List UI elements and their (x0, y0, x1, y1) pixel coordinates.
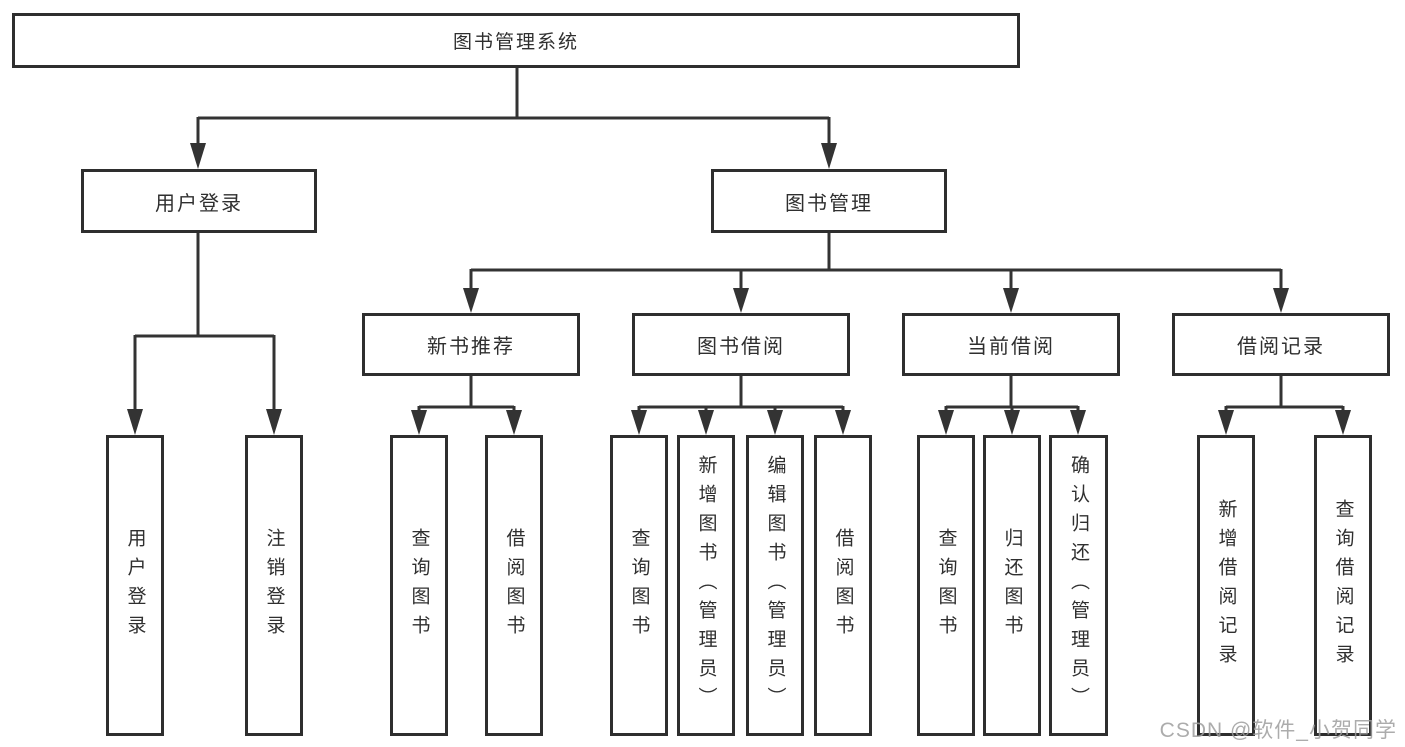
node-borrow-records-label: 借阅记录 (1237, 336, 1325, 358)
leaf-borrow-books-label: 借阅图书 (832, 527, 854, 644)
leaf-confirm-return-admin-label: 确认归还（管理员） (1068, 455, 1089, 716)
leaf-current-query-books: 查询图书 (917, 435, 975, 736)
node-book-management-label: 图书管理 (785, 192, 873, 215)
leaf-recommend-borrow-books-label: 借阅图书 (503, 527, 525, 644)
node-book-borrow-label: 图书借阅 (697, 336, 785, 358)
leaf-add-books-admin: 新增图书（管理员） (677, 435, 735, 736)
leaf-add-books-admin-label: 新增图书（管理员） (695, 455, 717, 716)
node-borrow-records: 借阅记录 (1172, 313, 1390, 376)
node-library-management-system-label: 图书管理系统 (452, 32, 579, 53)
node-current-borrow-label: 当前借阅 (967, 336, 1055, 358)
leaf-add-borrow-record: 新增借阅记录 (1197, 435, 1255, 736)
arrowhead-icons (127, 143, 1351, 435)
leaf-borrow-query-books-label: 查询图书 (628, 527, 650, 644)
leaf-user-login-label: 用户登录 (124, 527, 146, 644)
leaf-recommend-query-books-label: 查询图书 (408, 527, 430, 644)
node-current-borrow: 当前借阅 (902, 313, 1120, 376)
leaf-current-query-books-label: 查询图书 (935, 527, 957, 644)
node-book-management: 图书管理 (711, 169, 947, 233)
leaf-return-books: 归还图书 (983, 435, 1041, 736)
leaf-edit-books-admin-label: 编辑图书（管理员） (764, 455, 786, 716)
node-user-login-label: 用户登录 (155, 192, 243, 215)
csdn-watermark: CSDN @软件_小贺同学 (1159, 719, 1397, 742)
leaf-recommend-borrow-books: 借阅图书 (485, 435, 543, 736)
leaf-logout: 注销登录 (245, 435, 303, 736)
leaf-borrow-books: 借阅图书 (814, 435, 872, 736)
leaf-query-borrow-record: 查询借阅记录 (1314, 435, 1372, 736)
leaf-recommend-query-books: 查询图书 (390, 435, 448, 736)
node-new-book-recommend: 新书推荐 (362, 313, 580, 376)
leaf-query-borrow-record-label: 查询借阅记录 (1332, 498, 1354, 673)
leaf-add-borrow-record-label: 新增借阅记录 (1215, 498, 1237, 673)
leaf-user-login: 用户登录 (106, 435, 164, 736)
leaf-borrow-query-books: 查询图书 (610, 435, 668, 736)
node-library-management-system: 图书管理系统 (12, 13, 1020, 68)
leaf-edit-books-admin: 编辑图书（管理员） (746, 435, 804, 736)
leaf-return-books-label: 归还图书 (1001, 527, 1023, 644)
leaf-logout-label: 注销登录 (263, 527, 285, 644)
node-book-borrow: 图书借阅 (632, 313, 850, 376)
node-new-book-recommend-label: 新书推荐 (427, 336, 515, 358)
node-user-login: 用户登录 (81, 169, 317, 233)
leaf-confirm-return-admin: 确认归还（管理员） (1049, 435, 1108, 736)
